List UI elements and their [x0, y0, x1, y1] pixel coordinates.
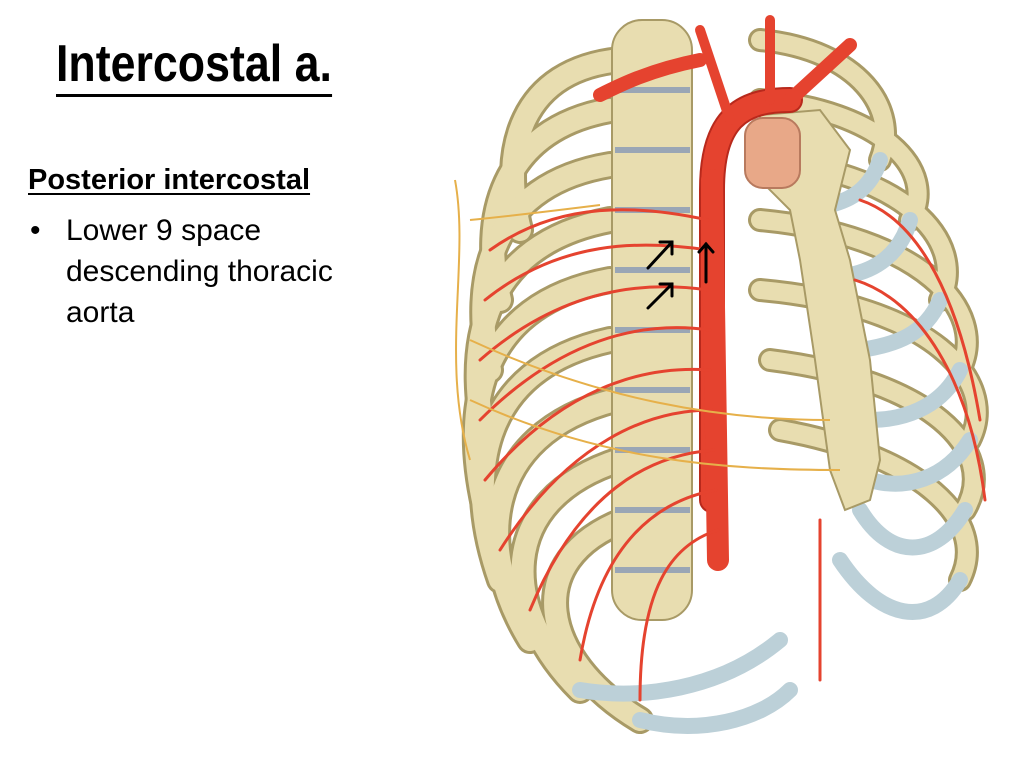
- sternum: [744, 108, 882, 512]
- arrow-icon: [697, 241, 715, 284]
- bullet-text: Lower 9 space descending thoracic aorta: [66, 214, 333, 329]
- costal-cartilages: [572, 152, 978, 734]
- intercostal-nerves: [454, 179, 841, 471]
- annotation-arrows: [646, 240, 715, 310]
- bullet-list: • Lower 9 space descending thoracic aort…: [30, 210, 390, 333]
- thoracic-cage-illustration: [454, 15, 989, 734]
- arrow-icon: [646, 282, 674, 310]
- arrow-icon: [646, 240, 674, 270]
- bullet-item: • Lower 9 space descending thoracic aort…: [30, 210, 390, 333]
- posterior-intercostal-arteries: [478, 198, 987, 702]
- arteries: [478, 15, 987, 702]
- slide-title: Intercostal a.: [56, 34, 332, 97]
- vertebral-column: [611, 19, 693, 621]
- descending-thoracic-aorta: [701, 169, 729, 571]
- subheading: Posterior intercostal: [28, 164, 311, 196]
- bullet-marker: •: [30, 214, 41, 247]
